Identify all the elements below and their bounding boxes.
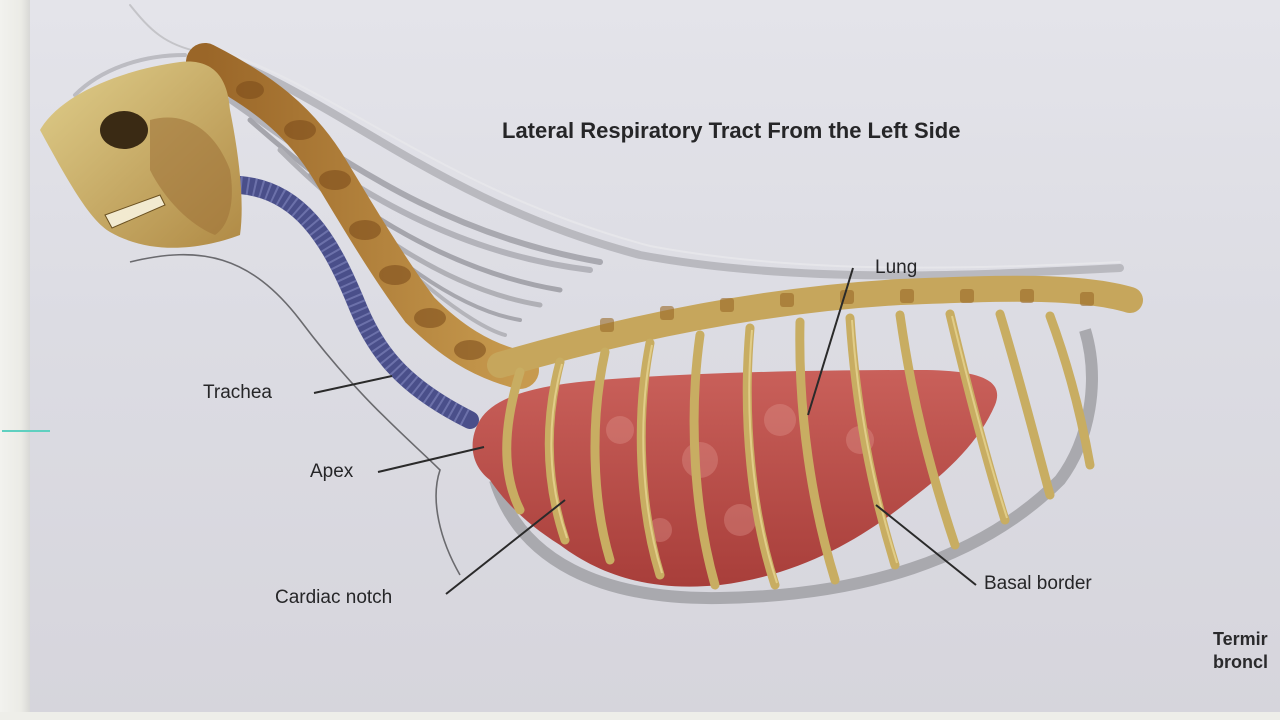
leader-lines: [313, 267, 977, 595]
neck-muscle-bands: [73, 4, 1124, 337]
vertebra-shading: [236, 81, 486, 360]
slide-left-border: [0, 0, 30, 720]
label-lung: Lung: [875, 257, 918, 278]
label-basal-border: Basal border: [984, 573, 1092, 594]
skull: [40, 61, 242, 248]
ribs: [502, 309, 1095, 590]
pointer-mark: [2, 430, 50, 432]
spinous-processes: [600, 289, 1094, 332]
rib-highlights: [550, 315, 1008, 584]
diagram-title: Lateral Respiratory Tract From the Left …: [502, 118, 961, 143]
label-cardiac-notch: Cardiac notch: [275, 587, 393, 608]
slide-bottom-border: [0, 712, 1280, 720]
label-terminal-line1: Termir: [1213, 629, 1268, 649]
nerve-line: [129, 253, 461, 576]
label-apex: Apex: [310, 461, 354, 482]
label-terminal-line2: broncl: [1213, 652, 1269, 672]
label-trachea: Trachea: [203, 382, 272, 403]
thoracic-spine: [487, 275, 1143, 378]
